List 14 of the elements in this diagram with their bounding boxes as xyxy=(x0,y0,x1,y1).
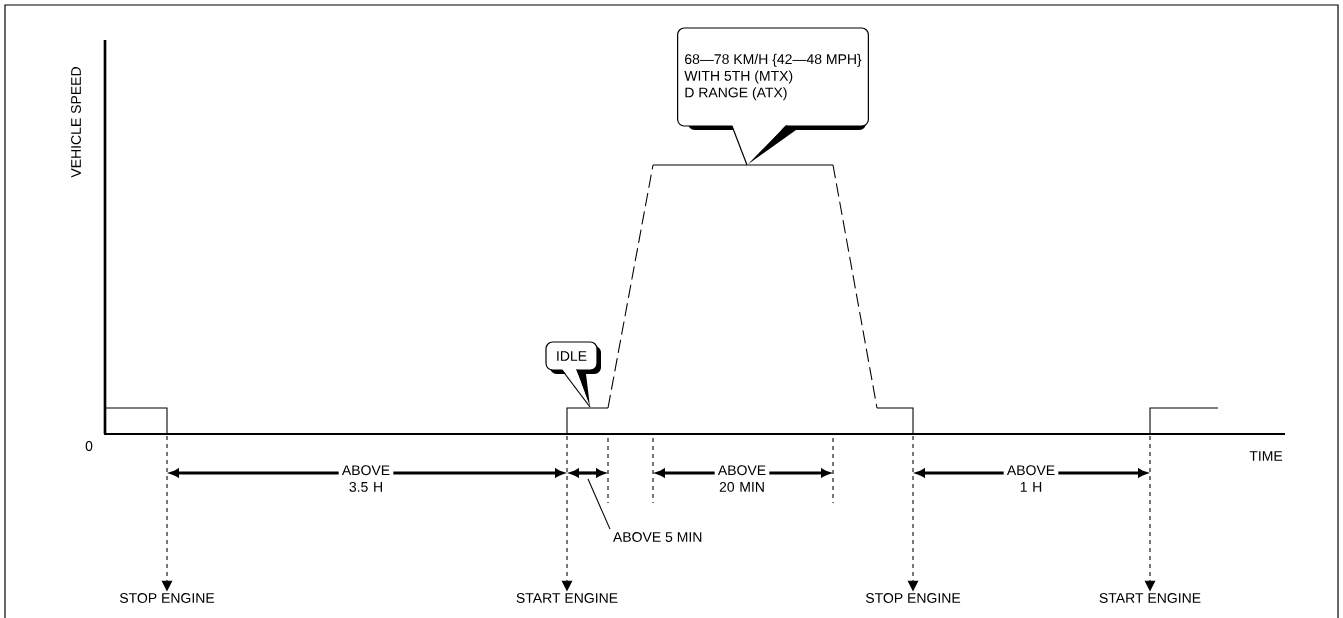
event-label: STOP ENGINE xyxy=(119,593,215,603)
dimension-label: ABOVE 20 MIN xyxy=(714,463,770,494)
leader-line xyxy=(587,478,611,530)
event-label: STOP ENGINE xyxy=(865,593,961,603)
event-label: START ENGINE xyxy=(1099,593,1201,603)
axis-label: VEHICLE SPEED xyxy=(71,67,81,178)
duration-label: ABOVE 5 MIN xyxy=(612,532,702,542)
event-label: START ENGINE xyxy=(516,593,618,603)
dimension-label: ABOVE 3.5 H xyxy=(338,463,394,494)
axis-label: TIME xyxy=(1249,451,1283,461)
dimension-label: ABOVE 1 H xyxy=(1003,463,1059,494)
axis-label: 0 xyxy=(85,441,93,451)
callout-box: IDLE xyxy=(545,341,601,408)
callout-box: 68—78 KM/H {42—48 MPH} WITH 5TH (MTX) D RANGE (ATX) xyxy=(677,27,869,166)
